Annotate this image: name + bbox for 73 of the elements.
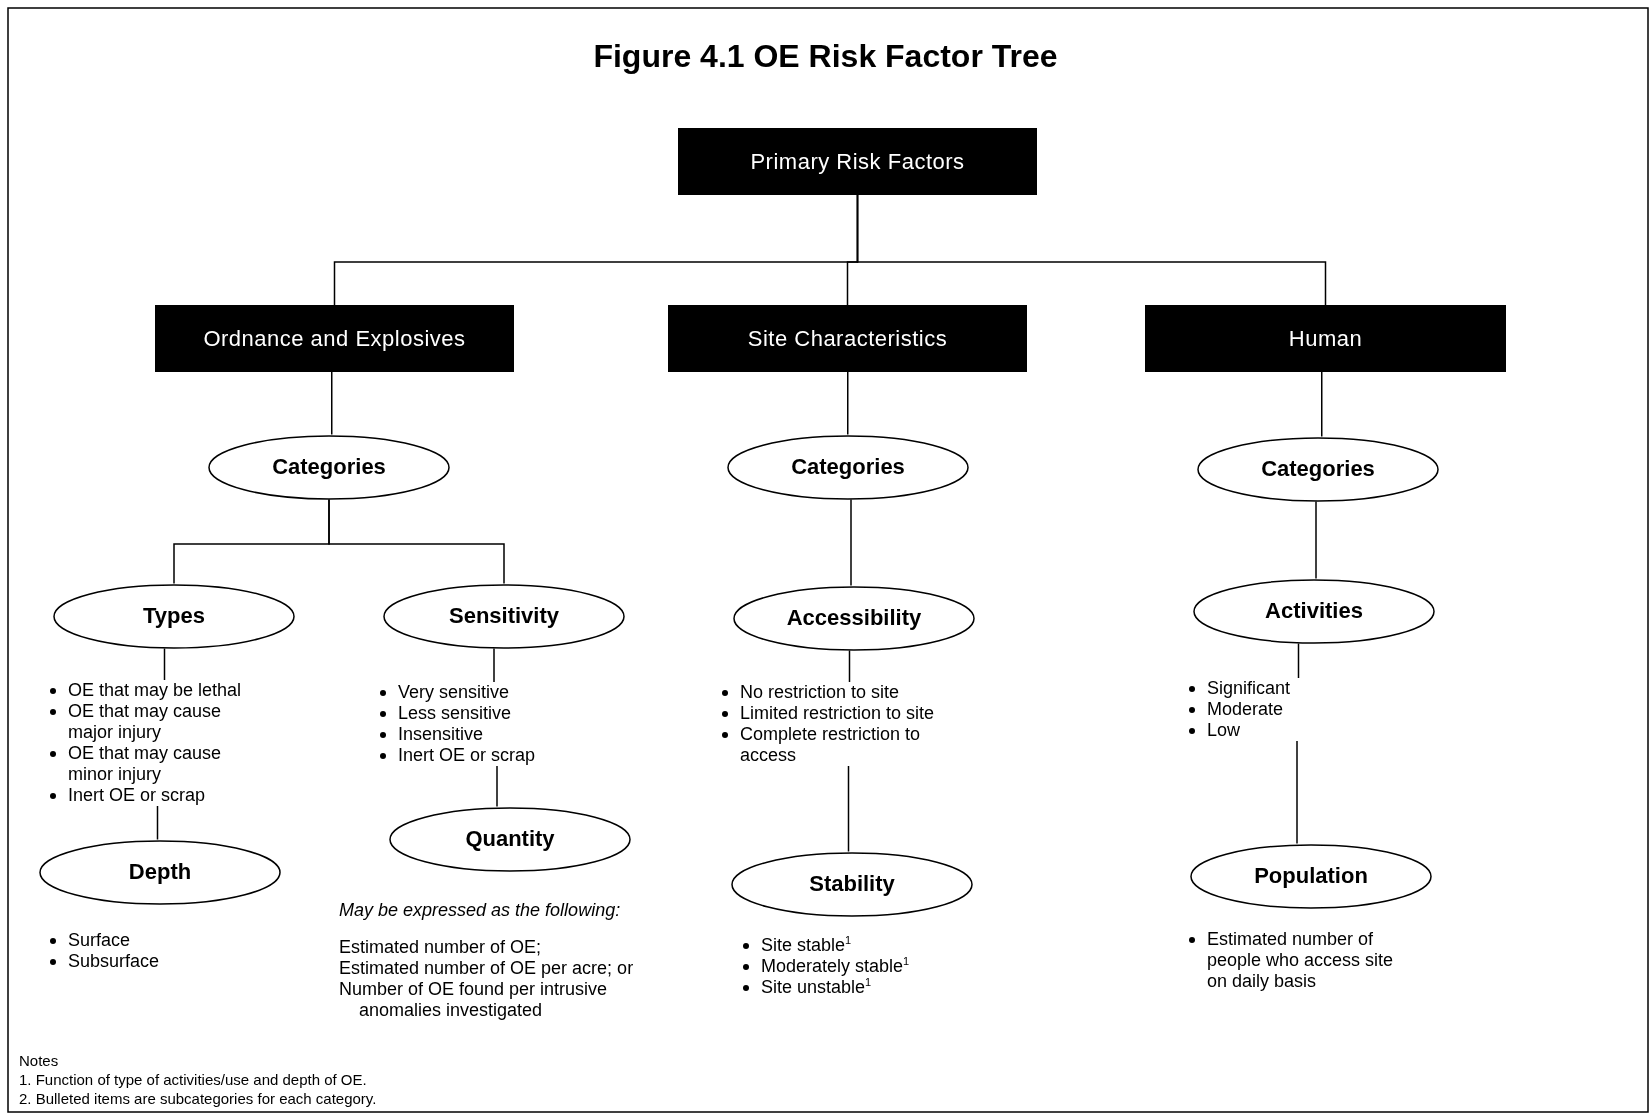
connector-line	[856, 194, 1327, 306]
list-item: Less sensitive	[374, 703, 594, 724]
list-item: Complete restriction to access	[716, 724, 974, 766]
list-item: Inert OE or scrap	[374, 745, 594, 766]
list-item: Limited restriction to site	[716, 703, 974, 724]
connector-line	[163, 647, 166, 681]
list-item: Significant	[1183, 678, 1383, 699]
list-item: Insensitive	[374, 724, 594, 745]
node-label: Categories	[272, 454, 386, 480]
node-label: Stability	[809, 871, 895, 897]
list-item: Very sensitive	[374, 682, 594, 703]
connector-line	[847, 371, 849, 436]
node-label: Site Characteristics	[747, 325, 948, 352]
category-ellipse	[389, 806, 631, 872]
list-item: Moderate	[1183, 699, 1383, 720]
category-ellipse	[1197, 436, 1439, 502]
category-ellipse	[383, 583, 625, 649]
list-item: Surface	[44, 930, 266, 951]
category-ellipse	[731, 851, 973, 917]
connector-line	[1296, 740, 1298, 845]
node-label: Sensitivity	[448, 603, 559, 629]
category-ellipse	[53, 583, 295, 649]
node-label: Activities	[1265, 598, 1363, 624]
list-item: OE that may cause major injury	[44, 701, 266, 743]
category-ellipse	[733, 585, 975, 651]
node-label: Quantity	[465, 826, 555, 852]
list-item: Moderately stable$^{1}$	[737, 956, 997, 977]
note-text: Number of OE found per intrusive anomalies investigated	[339, 979, 609, 1021]
list-item: Site stable$^{1}$	[737, 935, 997, 956]
category-ellipse	[39, 839, 281, 905]
node-label: Accessibility	[786, 605, 922, 631]
node-label: Categories	[791, 454, 905, 480]
list-item: Inert OE or scrap	[44, 785, 266, 806]
note-text: 2. Bulleted items are subcategories for each category.	[19, 1090, 377, 1108]
list-item: OE that may be lethal	[44, 680, 266, 701]
node-label: Primary Risk Factors	[750, 148, 965, 175]
category-ellipse	[1190, 843, 1432, 909]
note-text: Notes	[19, 1052, 59, 1070]
node-label: Categories	[1261, 456, 1375, 482]
category-ellipse	[727, 434, 969, 500]
category-ellipse	[1193, 578, 1435, 644]
connector-line	[496, 765, 498, 808]
list-item: Estimated number of people who access site on daily basis	[1183, 929, 1405, 992]
note-text: 1. Function of type of activities/use and depth of OE.	[19, 1071, 367, 1089]
list-item: No restriction to site	[716, 682, 974, 703]
connector-line	[493, 647, 495, 683]
note-text: Estimated number of OE per acre; or	[339, 958, 635, 979]
connector-line	[850, 498, 852, 587]
connector-line	[331, 371, 333, 436]
heading-box	[1145, 305, 1506, 372]
list-item: Subsurface	[44, 951, 266, 972]
heading-box	[668, 305, 1027, 372]
node-label: Depth	[128, 859, 192, 885]
note-text: May be expressed as the following:	[339, 900, 622, 921]
node-label: Ordnance and Explosives	[203, 325, 466, 352]
connector-line	[847, 765, 850, 853]
category-ellipse	[208, 434, 450, 500]
connector-line	[156, 805, 159, 841]
heading-box	[678, 128, 1037, 195]
list-item: OE that may cause minor injury	[44, 743, 266, 785]
connector-line	[328, 498, 505, 585]
node-label: Population	[1254, 863, 1368, 889]
diagram-title: Figure 4.1 OE Risk Factor Tree	[592, 38, 1059, 75]
connector-line	[1321, 371, 1323, 438]
connector-line	[1297, 642, 1300, 679]
node-label: Human	[1288, 325, 1363, 352]
connector-line	[1315, 500, 1317, 580]
list-item: Site unstable$^{1}$	[737, 977, 997, 998]
node-label: Types	[143, 603, 205, 629]
note-text: Estimated number of OE;	[339, 937, 543, 958]
list-item: Low	[1183, 720, 1383, 741]
heading-box	[155, 305, 514, 372]
connector-line	[848, 649, 851, 683]
